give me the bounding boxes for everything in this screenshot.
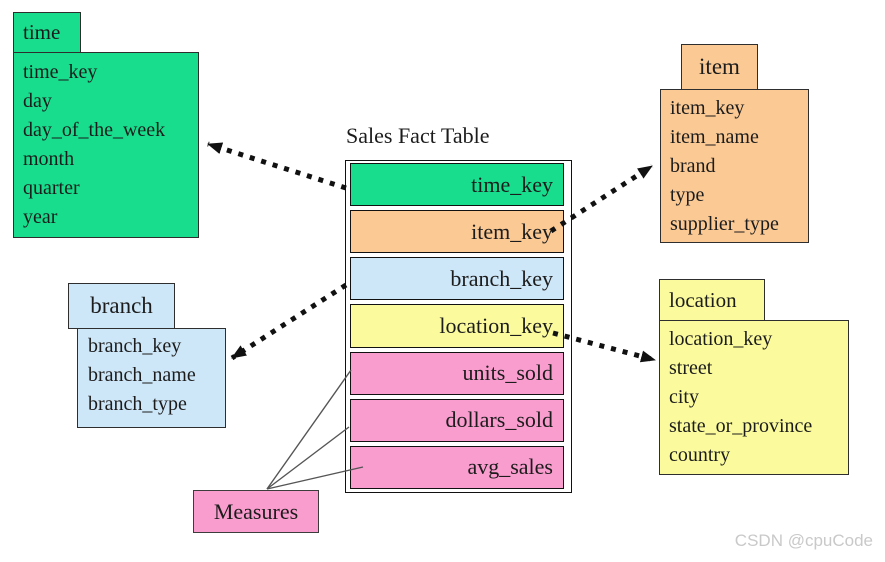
measures-line-dollars-sold [266,426,350,490]
arrow-branch-key-to-branch [230,282,348,361]
location-table-tab: location [659,279,765,321]
arrow-time-key-to-time [207,141,347,191]
time-field: quarter [23,177,80,199]
location-field: location_key [669,328,773,350]
fact-row-item-key: item_key [350,210,564,254]
time-field: day_of_the_week [23,119,166,141]
fact-row-time-key: time_key [350,163,564,207]
time-field: time_key [23,61,98,83]
measures-box: Measures [193,490,319,533]
fact-row-units-sold: units_sold [350,351,564,395]
time-table-body: time_key day day_of_the_week month quart… [13,52,199,238]
fact-row-avg-sales: avg_sales [350,445,564,489]
measures-line-units-sold [266,369,352,490]
time-field: day [23,90,52,112]
branch-field: branch_type [88,393,187,415]
fact-row-branch-key: branch_key [350,257,564,301]
fact-row-dollars-sold: dollars_sold [350,398,564,442]
branch-field: branch_key [88,335,182,357]
watermark: CSDN @cpuCode [734,531,873,550]
location-field: street [669,357,713,379]
item-field: item_name [670,126,759,148]
fact-row-location-key: location_key [350,304,564,348]
branch-table-tab: branch [68,283,175,329]
location-field: city [669,386,699,408]
item-table-body: item_key item_name brand type supplier_t… [660,89,809,243]
fact-table: time_key item_key branch_key location_ke… [345,160,572,493]
fact-table-title: Sales Fact Table [346,123,490,148]
location-field: state_or_province [669,415,813,437]
item-field: brand [670,155,716,177]
item-field: item_key [670,97,745,119]
item-table-tab: item [681,44,758,90]
location-field: country [669,444,731,466]
branch-field: branch_name [88,364,196,386]
branch-table-body: branch_key branch_name branch_type [77,328,226,428]
time-field: month [23,148,75,170]
time-table-tab: time [13,12,81,53]
item-field: type [670,184,705,206]
item-field: supplier_type [670,213,779,235]
location-table-body: location_key street city state_or_provin… [659,320,849,475]
time-field: year [23,206,58,228]
